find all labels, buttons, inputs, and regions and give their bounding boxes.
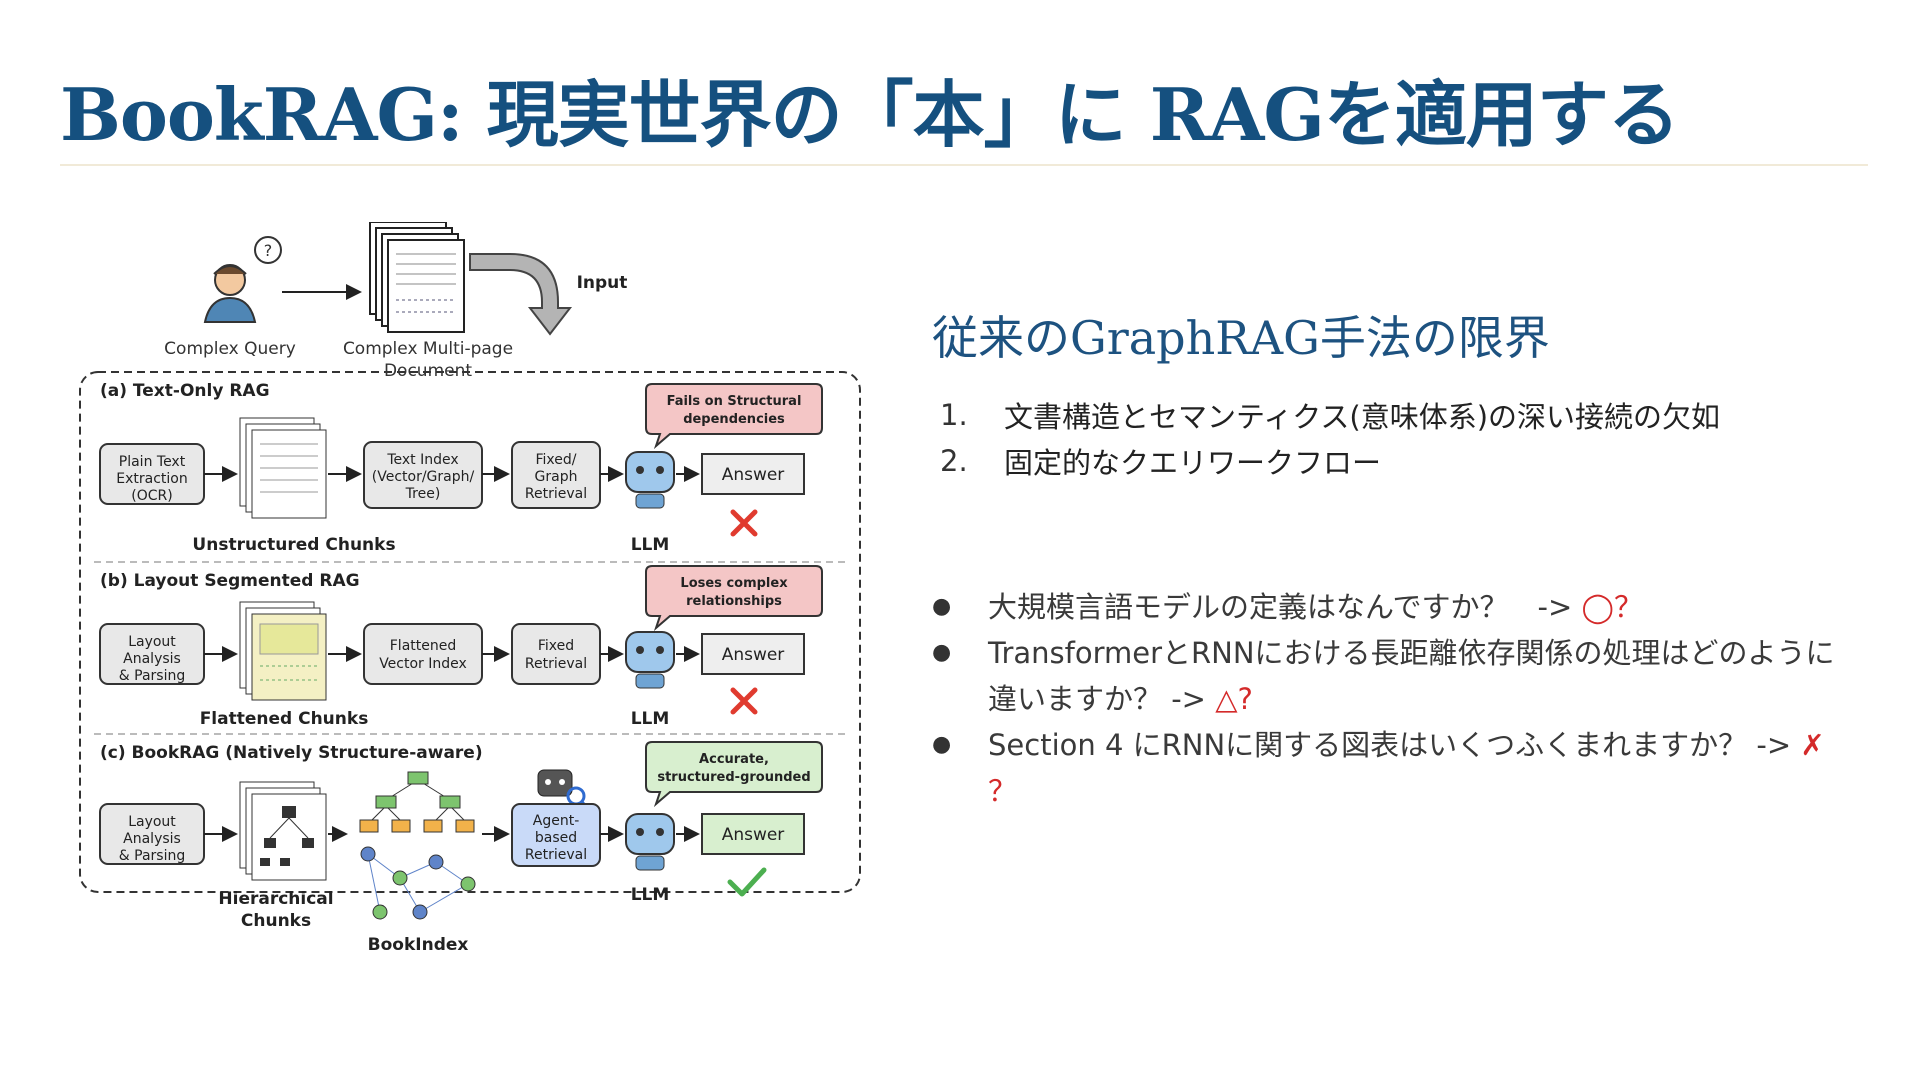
numbered-item: 2. 固定的なクエリワークフロー bbox=[940, 438, 1840, 484]
panel-b-index-line-1: Flattened bbox=[390, 638, 457, 654]
bullet-mark: ◯？ bbox=[1581, 590, 1644, 624]
panel-c-index-label: BookIndex bbox=[368, 935, 469, 955]
panel-a-retrieval-line-3: Retrieval bbox=[525, 486, 587, 502]
bullet-text: 大規模言語モデルの定義はなんですか？ -> bbox=[988, 590, 1582, 624]
question-bullet-list: ● 大規模言語モデルの定義はなんですか？ -> ◯？ ● Transformer… bbox=[932, 584, 1862, 814]
panel-a-box1-line-2: Extraction bbox=[116, 471, 187, 487]
complex-query-label: Complex Query bbox=[164, 339, 296, 359]
svg-text:?: ? bbox=[264, 241, 273, 260]
numbered-item: 1. 文書構造とセマンティクス(意味体系)の深い接続の欠如 bbox=[940, 392, 1840, 438]
bullet-dot-icon: ● bbox=[932, 732, 952, 757]
panel-a-bubble-line-2: dependencies bbox=[683, 412, 785, 427]
panel-c-llm-label: LLM bbox=[631, 885, 670, 905]
panel-c-box1-line-2: Analysis bbox=[123, 831, 181, 847]
section-heading: 従来のGraphRAG手法の限界 bbox=[932, 311, 1550, 365]
bullet-dot-icon: ● bbox=[932, 640, 952, 665]
bullet-dot-icon: ● bbox=[932, 594, 952, 619]
user-icon bbox=[203, 264, 257, 323]
panel-a-answer: Answer bbox=[722, 465, 785, 485]
bullet-item: ● TransformerとRNNにおける長距離依存関係の処理はどのように違いま… bbox=[932, 630, 1862, 722]
panel-c-title: (c) BookRAG (Natively Structure-aware) bbox=[100, 743, 483, 763]
panel-b-bubble-line-2: relationships bbox=[686, 594, 782, 609]
panel-a-llm-label: LLM bbox=[631, 535, 670, 555]
panel-a-cross-icon bbox=[730, 509, 758, 537]
panel-b-box1-line-1: Layout bbox=[128, 634, 176, 650]
panel-a-robot-icon bbox=[625, 451, 675, 509]
question-bubble-icon: ? bbox=[254, 236, 282, 264]
item-number: 1. bbox=[940, 398, 968, 432]
panel-c-check-icon bbox=[727, 867, 767, 897]
pipeline-container bbox=[79, 371, 861, 893]
panel-c-retrieval-line-3: Retrieval bbox=[525, 847, 587, 863]
input-label: Input bbox=[577, 273, 628, 293]
panel-bookrag: (c) BookRAG (Natively Structure-aware) L… bbox=[99, 741, 823, 955]
panel-b-retrieval-line-2: Retrieval bbox=[525, 656, 587, 672]
rag-comparison-figure: ? Complex Query Complex Multi-page Docum… bbox=[70, 221, 870, 982]
panel-b-index-line-2: Vector Index bbox=[379, 656, 467, 672]
panel-c-robot-icon bbox=[625, 813, 675, 871]
document-stack-icon bbox=[369, 221, 465, 333]
panel-c-chunks-line-2: Chunks bbox=[241, 911, 311, 931]
panel-c-retrieval-line-1: Agent- bbox=[533, 813, 580, 829]
panel-a-chunks-label: Unstructured Chunks bbox=[192, 535, 395, 555]
panel-c-bubble-line-1: Accurate, bbox=[699, 752, 769, 767]
panel-c-chunks-line-1: Hierarchical bbox=[218, 889, 333, 909]
panel-layout-segmented-rag: (b) Layout Segmented RAG Layout Analysis… bbox=[99, 565, 823, 729]
input-arrow bbox=[469, 253, 573, 336]
item-number: 2. bbox=[940, 444, 968, 478]
item-text: 文書構造とセマンティクス(意味体系)の深い接続の欠如 bbox=[1004, 400, 1721, 434]
bullet-item: ● 大規模言語モデルの定義はなんですか？ -> ◯？ bbox=[932, 584, 1862, 630]
panel-b-box1-line-3: & Parsing bbox=[119, 668, 185, 684]
panel-c-chunks-icon bbox=[239, 781, 327, 881]
panel-b-title: (b) Layout Segmented RAG bbox=[100, 571, 360, 591]
document-label-line-1: Complex Multi-page bbox=[343, 339, 513, 359]
panel-b-llm-label: LLM bbox=[631, 709, 670, 729]
bullet-text: TransformerとRNNにおける長距離依存関係の処理はどのように違いますか… bbox=[988, 636, 1835, 716]
panel-b-bubble-line-1: Loses complex bbox=[680, 576, 788, 591]
numbered-list: 1. 文書構造とセマンティクス(意味体系)の深い接続の欠如 2. 固定的なクエリ… bbox=[940, 392, 1840, 484]
panel-a-title: (a) Text-Only RAG bbox=[100, 381, 270, 401]
panel-b-robot-icon bbox=[625, 631, 675, 689]
panel-b-retrieval-line-1: Fixed bbox=[538, 638, 574, 654]
panel-a-bubble-line-1: Fails on Structural bbox=[667, 394, 802, 409]
bullet-item: ● Section 4 にRNNに関する図表はいくつふくまれますか？ -> ✗ … bbox=[932, 722, 1862, 814]
bullet-mark: ✗ ？ bbox=[988, 728, 1825, 808]
panel-b-cross-icon bbox=[730, 687, 758, 715]
book-index-graph-icon bbox=[359, 771, 476, 920]
panel-a-box1-line-1: Plain Text bbox=[119, 454, 186, 470]
agent-magnifier-icon bbox=[537, 769, 590, 810]
panel-text-only-rag: (a) Text-Only RAG Plain Text Extraction … bbox=[99, 381, 823, 555]
panel-a-box1-line-3: (OCR) bbox=[131, 488, 172, 504]
panel-a-retrieval-line-1: Fixed/ bbox=[536, 452, 577, 468]
panel-c-bubble-line-2: structured-grounded bbox=[657, 770, 810, 785]
panel-c-box1-line-3: & Parsing bbox=[119, 848, 185, 864]
bullet-text: Section 4 にRNNに関する図表はいくつふくまれますか？ -> bbox=[988, 728, 1801, 762]
panel-a-chunks-icon bbox=[239, 417, 327, 519]
panel-b-chunks-icon bbox=[239, 601, 327, 701]
panel-c-answer: Answer bbox=[722, 825, 785, 845]
slide-title: BookRAG: 現実世界の「本」に RAGを適用する bbox=[60, 72, 1680, 157]
panel-b-box1-line-2: Analysis bbox=[123, 651, 181, 667]
panel-a-index-line-2: (Vector/Graph/ bbox=[372, 469, 475, 485]
panel-c-retrieval-line-2: based bbox=[535, 830, 577, 846]
panel-c-box1-line-1: Layout bbox=[128, 814, 176, 830]
item-text: 固定的なクエリワークフロー bbox=[1004, 446, 1382, 480]
panel-a-index-line-3: Tree) bbox=[405, 486, 441, 502]
panel-b-chunks-label: Flattened Chunks bbox=[200, 709, 369, 729]
panel-a-retrieval-line-2: Graph bbox=[535, 469, 578, 485]
title-divider bbox=[60, 164, 1868, 166]
panel-a-index-line-1: Text Index bbox=[386, 452, 458, 468]
bullet-mark: △? bbox=[1215, 682, 1253, 716]
panel-b-answer: Answer bbox=[722, 645, 785, 665]
